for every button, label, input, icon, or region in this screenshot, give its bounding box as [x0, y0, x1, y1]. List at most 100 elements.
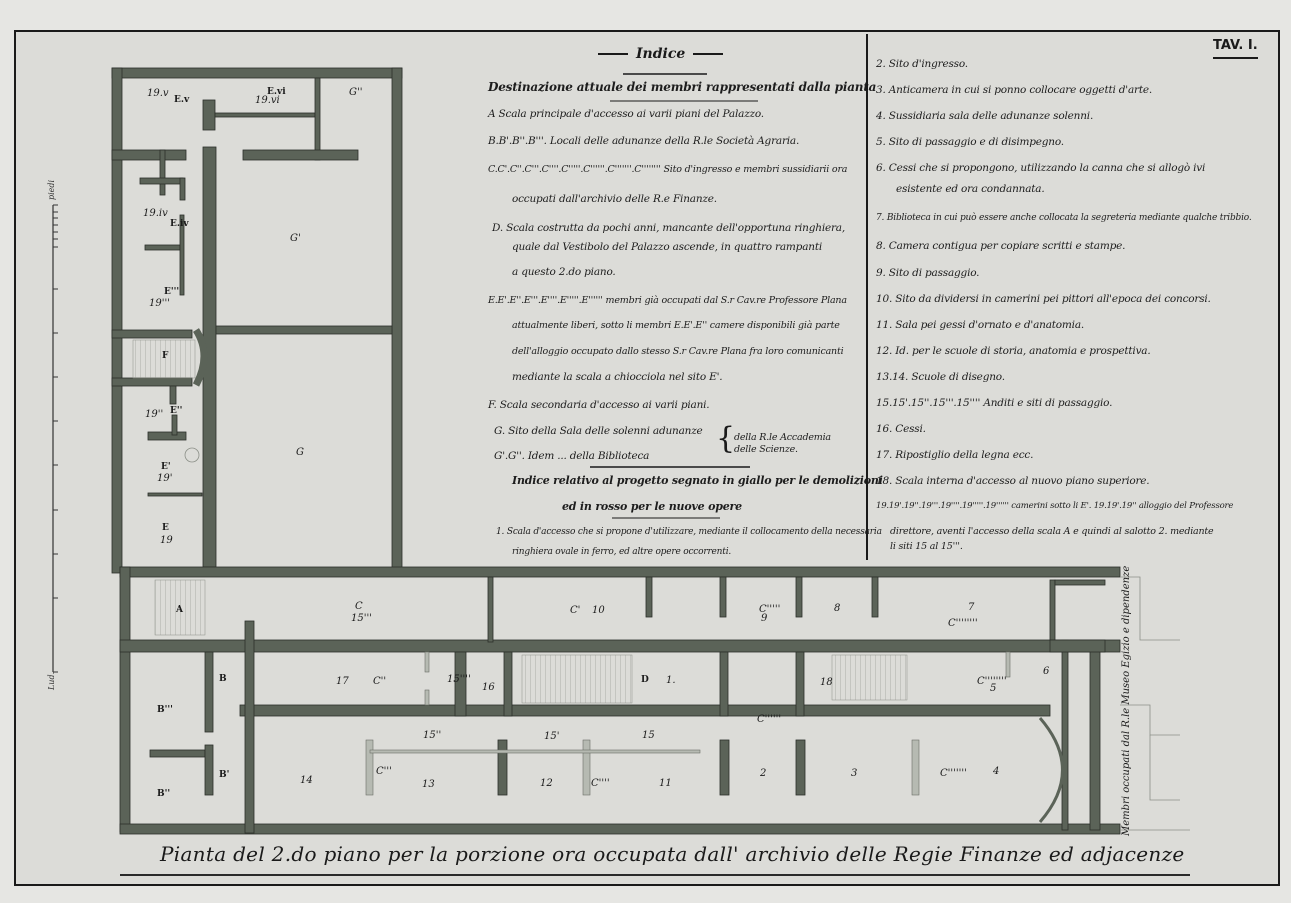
index-entry: occupati dall'archivio delle R.e Finanze… [512, 193, 717, 205]
room-label: C'''''''' [948, 618, 978, 629]
scale-bottom-label: Lud. [47, 671, 56, 690]
room-label: E.iv [170, 219, 189, 229]
legend-entry: 12. Id. per le scuole di storia, anatomi… [876, 345, 1151, 357]
drawing-sheet [14, 30, 1280, 886]
room-label: G' [290, 233, 301, 244]
room-label: G'' [349, 87, 363, 98]
room-label: B' [219, 770, 230, 780]
room-label: 10 [592, 605, 605, 616]
room-label: 19 [160, 535, 173, 546]
academy-note: della R.le Accademia [734, 432, 831, 443]
index-title: Indice [590, 46, 731, 62]
room-label: B''' [157, 705, 173, 715]
index-subtitle: Destinazione attuale dei membri rapprese… [488, 80, 877, 94]
room-label: E'' [170, 406, 183, 416]
room-label: 19.vi [255, 95, 280, 106]
room-label: 13 [422, 779, 435, 790]
legend-entry: 7. Biblioteca in cui può essere anche co… [876, 213, 1252, 223]
room-label: C' [570, 605, 581, 616]
legend-entry: 4. Sussidiaria sala delle adunanze solen… [876, 110, 1094, 122]
room-label: 19.iv [143, 208, 168, 219]
room-label: C''' [376, 766, 392, 777]
legend-entry: 18. Scala interna d'accesso al nuovo pia… [876, 475, 1150, 487]
legend-entry: 10. Sito da dividersi in camerini pei pi… [876, 293, 1211, 305]
scale-top-label: piedi [47, 179, 56, 200]
index-entry: C.C'.C''.C'''.C''''.C'''''.C''''''.C''''… [488, 164, 848, 175]
room-label: E' [161, 462, 171, 472]
room-label: 15'' [423, 730, 442, 741]
academy-note: delle Scienze. [734, 444, 798, 455]
academy-entry: G'.G''. Idem ... della Biblioteca [494, 450, 650, 462]
room-label: C''''' [759, 604, 781, 615]
legend-entry: 5. Sito di passaggio e di disimpegno. [876, 136, 1064, 148]
room-label: 2 [760, 768, 767, 779]
room-label: 15''' [351, 613, 372, 624]
side-note: Membri occupati dal R.le Museo Egizio e … [1121, 565, 1132, 836]
room-label: 9 [761, 613, 768, 624]
legend-entry: 17. Ripostiglio della legna ecc. [876, 449, 1034, 461]
room-label: 19''' [149, 298, 170, 309]
room-label: C'''''' [757, 714, 782, 725]
index-entry: mediante la scala a chiocciola nel sito … [512, 371, 723, 383]
room-label: 6 [1043, 666, 1050, 677]
index-entry: F. Scala secondaria d'accesso ai varii p… [488, 399, 710, 411]
legend-entry: 11. Sala pei gessi d'ornato e d'anatomia… [876, 319, 1085, 331]
room-label: C'''''''' [977, 676, 1007, 687]
room-label: 3 [851, 768, 858, 779]
room-label: G [296, 447, 304, 458]
room-label: C [355, 601, 363, 612]
legend-entry: 8. Camera contigua per copiare scritti e… [876, 240, 1126, 252]
plate-number: TAV. I. [1213, 38, 1258, 59]
room-label: 14 [300, 775, 313, 786]
room-label: C'''' [591, 778, 610, 789]
academy-entry: G. Sito della Sala delle solenni adunanz… [494, 425, 703, 437]
index-entry: quale dal Vestibolo del Palazzo ascende,… [512, 241, 823, 253]
legend-entry: 2. Sito d'ingresso. [876, 58, 968, 70]
index-entry: A Scala principale d'accesso ai varii pi… [488, 108, 764, 120]
room-label: D [641, 675, 649, 685]
room-label: C''''''' [940, 768, 967, 779]
room-label: 8 [834, 603, 841, 614]
room-label: C'' [373, 676, 387, 687]
room-label: B [219, 674, 227, 684]
room-label: 4 [993, 766, 1000, 777]
room-label: 19.v [147, 88, 169, 99]
room-label: 12 [540, 778, 553, 789]
project-entry: ringhiera ovale in ferro, ed altre opere… [512, 547, 732, 557]
legend-entry: 3. Anticamera in cui si ponno collocare … [876, 84, 1153, 96]
legend-entry: 16. Cessi. [876, 423, 926, 435]
room-label: E [162, 523, 169, 533]
room-label: B'' [157, 789, 171, 799]
room-label: 11 [659, 778, 672, 789]
room-label: 17 [336, 676, 349, 687]
index-entry: a questo 2.do piano. [512, 266, 616, 278]
legend-entry: 13.14. Scuole di disegno. [876, 371, 1005, 383]
project-heading: Indice relativo al progetto segnato in g… [512, 474, 883, 487]
room-label: E.vi [267, 87, 286, 97]
room-label: 15'''' [447, 674, 471, 685]
room-label: F [162, 351, 169, 361]
room-label: E.v [174, 95, 190, 105]
room-label: 19' [157, 473, 173, 484]
legend-entry: li siti 15 al 15'''. [890, 541, 963, 552]
room-label: 7 [968, 602, 975, 613]
room-label: 15' [544, 731, 560, 742]
legend-entry: 19.19'.19''.19'''.19''''.19'''''.19'''''… [876, 501, 1234, 511]
index-entry: dell'alloggio occupato dallo stesso S.r … [512, 346, 844, 357]
room-label: 15 [642, 730, 655, 741]
legend-entry: 9. Sito di passaggio. [876, 267, 980, 279]
legend-entry: direttore, aventi l'accesso della scala … [890, 526, 1214, 537]
index-entry: B.B'.B''.B'''. Locali delle adunanze del… [488, 135, 800, 147]
room-label: 5 [990, 683, 997, 694]
room-label: A [176, 605, 183, 615]
column-divider [866, 34, 868, 560]
room-label: 19'' [145, 409, 164, 420]
room-label: E''' [164, 287, 180, 297]
room-label: 16 [482, 682, 495, 693]
index-entry: D. Scala costrutta da pochi anni, mancan… [492, 222, 846, 234]
brace: { [716, 421, 736, 456]
caption-rule [120, 874, 1190, 876]
plan-caption: Pianta del 2.do piano per la porzione or… [160, 842, 1185, 866]
legend-entry: esistente ed ora condannata. [896, 183, 1045, 195]
